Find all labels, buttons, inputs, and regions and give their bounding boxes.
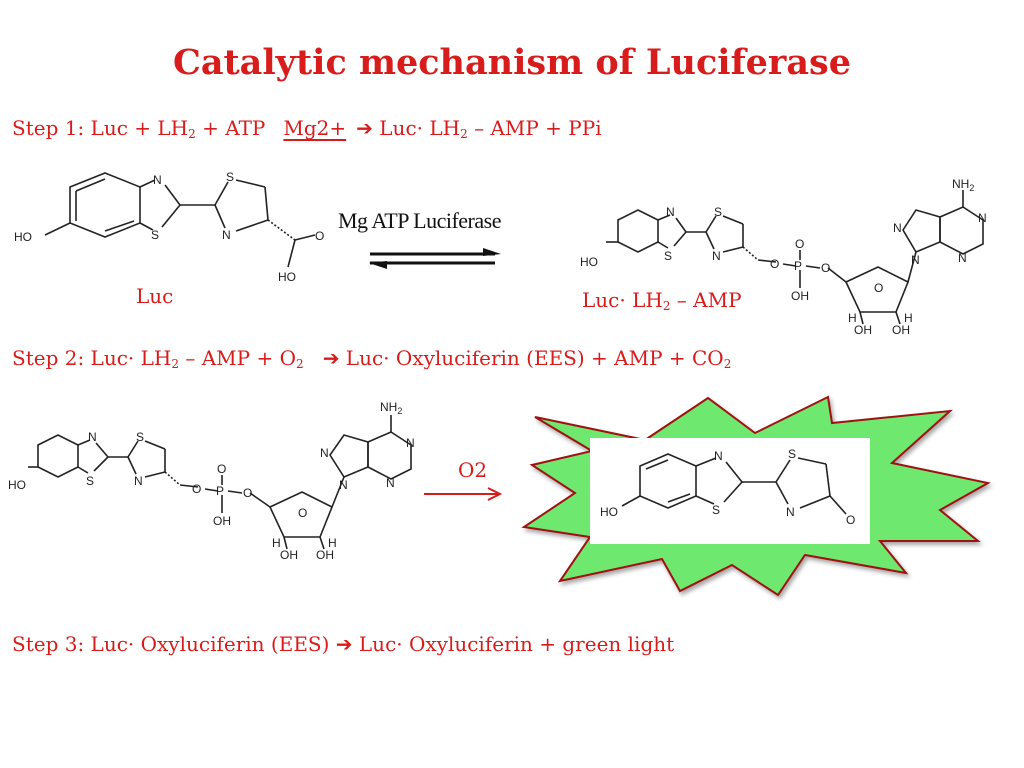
o2-label: O2 — [458, 458, 488, 482]
step-2-product-a: Luc· Oxyluciferin (EES) + AMP + CO — [339, 346, 724, 370]
step-2-arrow: ➔ — [322, 346, 340, 370]
atom-s: S — [664, 249, 672, 263]
atom-p: P — [794, 259, 802, 273]
atom-s: S — [714, 205, 722, 219]
atom-n: N — [958, 251, 967, 265]
slide-title: Catalytic mechanism of Luciferase — [172, 42, 852, 83]
atom-o: O — [243, 486, 252, 500]
atom-s: S — [86, 474, 94, 488]
atom-n: N — [320, 446, 329, 460]
atom-n: N — [712, 249, 721, 263]
atom-oh: OH — [892, 323, 910, 337]
luciferyl-amp-structure: HO N S S N O P O OH O O H H OH OH N N N … — [580, 177, 987, 337]
atom-n: N — [339, 478, 348, 492]
atom-o: O — [795, 237, 804, 251]
atom-n: N — [153, 173, 162, 187]
atom-o: O — [315, 229, 324, 243]
step-2-sub-2: 2 — [295, 357, 304, 371]
atom-oh: OH — [854, 323, 872, 337]
atom-n: N — [386, 476, 395, 490]
atom-n: N — [978, 211, 987, 225]
atom-s: S — [712, 503, 720, 517]
atom-ho: HO — [580, 255, 598, 269]
oxyluciferin-structure: HO N S S N O — [600, 447, 855, 527]
atom-s: S — [151, 228, 159, 242]
atom-o: O — [846, 513, 855, 527]
atom-s: S — [788, 447, 796, 461]
atom-h: H — [328, 536, 337, 550]
atom-n: N — [666, 205, 675, 219]
step-1-catalyst: Mg2+ — [283, 116, 347, 140]
nh2-label: NH2 — [952, 177, 974, 193]
step-2-equation: Step 2: Luc· LH2 – AMP + O2 ➔ Luc· Oxylu… — [12, 346, 731, 371]
step-1-arrow: ➔ — [356, 116, 373, 140]
luciferin-structure: HO N S S N O HO — [14, 170, 324, 284]
atom-o: O — [770, 257, 779, 271]
atom-h: H — [272, 536, 281, 550]
atom-oh: OH — [280, 548, 298, 562]
step-3-arrow: ➔ — [335, 632, 353, 656]
reagents-label: Mg ATP Luciferase — [338, 208, 501, 233]
reaction-arrow — [424, 487, 503, 501]
step-2-middle: – AMP + O — [179, 346, 296, 370]
atom-n: N — [88, 430, 97, 444]
atom-ho: HO — [8, 478, 26, 492]
atom-oh: OH — [316, 548, 334, 562]
atom-o: O — [298, 506, 307, 520]
atom-n: N — [786, 505, 795, 519]
oxyluciferin-panel — [590, 438, 870, 544]
luc-label: Luc — [136, 284, 174, 308]
atom-n: N — [406, 436, 415, 450]
atom-h: H — [848, 311, 857, 325]
step-2-sub-1: 2 — [171, 357, 179, 371]
luciferyl-amp-structure-2: HO N S S N O P O OH O O H H OH OH N N N … — [8, 400, 415, 562]
step-3-prefix: Step 3: Luc· Oxyluciferin (EES) — [12, 632, 336, 656]
step-3-equation: Step 3: Luc· Oxyluciferin (EES) ➔ Luc· O… — [12, 632, 674, 656]
atom-oh: OH — [791, 289, 809, 303]
step-1-middle: + ATP — [195, 116, 266, 140]
step-1-sub-2: 2 — [460, 127, 468, 141]
step-2-prefix: Step 2: Luc· LH — [12, 346, 172, 370]
atom-n: N — [134, 474, 143, 488]
step-1-product-a: Luc· LH — [372, 116, 461, 140]
atom-o: O — [821, 261, 830, 275]
atom-o: O — [874, 281, 883, 295]
atom-n: N — [222, 228, 231, 242]
equilibrium-arrows — [369, 248, 501, 269]
atom-oh: OH — [213, 514, 231, 528]
step-1-sub-1: 2 — [188, 127, 196, 141]
nh2-label: NH2 — [380, 400, 402, 416]
atom-o: O — [217, 462, 226, 476]
step-1-product-b: – AMP + PPi — [467, 116, 602, 140]
atom-o: O — [192, 482, 201, 496]
atom-h: H — [904, 311, 913, 325]
step-1-prefix: Step 1: Luc + LH — [12, 116, 189, 140]
atom-p: P — [216, 484, 224, 498]
atom-s: S — [136, 430, 144, 444]
atom-ho: HO — [14, 230, 32, 244]
atom-n: N — [714, 449, 723, 463]
atom-ho: HO — [600, 505, 618, 519]
atom-s: S — [226, 170, 234, 184]
atom-ho: HO — [278, 270, 296, 284]
step-3-product-a: Luc· Oxyluciferin + green light — [352, 632, 675, 656]
atom-n: N — [911, 253, 920, 267]
step-2-sub-3: 2 — [723, 357, 732, 371]
luc-amp-label: Luc· LH2 – AMP — [582, 288, 742, 313]
atom-n: N — [893, 221, 902, 235]
